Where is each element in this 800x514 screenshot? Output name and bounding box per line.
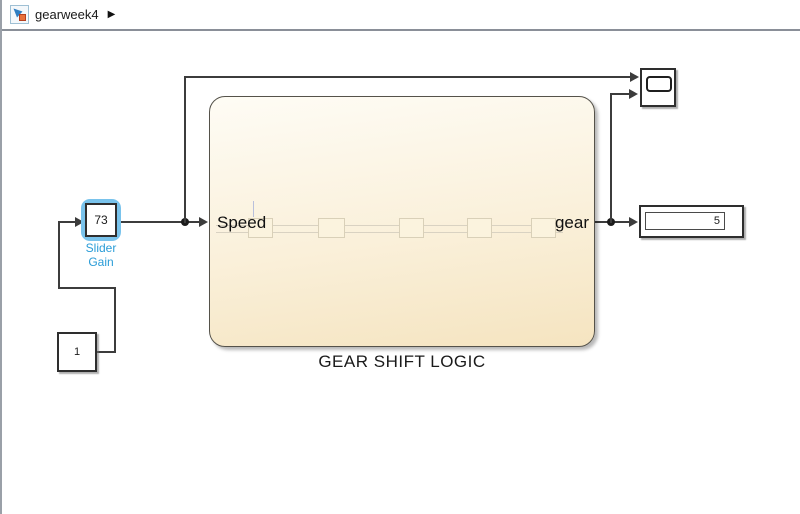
simulink-model-icon[interactable] [10, 5, 29, 24]
constant-value: 1 [73, 346, 81, 358]
subsystem-preview-wire [492, 232, 531, 233]
subsystem-preview-block [318, 218, 345, 238]
breadcrumb-model-name[interactable]: gearweek4 [35, 7, 99, 22]
subsystem-preview-wire [216, 232, 248, 233]
slider-gain-label[interactable]: Slider Gain [71, 241, 131, 269]
subsystem-preview-wire [345, 225, 399, 226]
display-value: 5 [645, 212, 725, 230]
arrowhead-scope-input1 [630, 72, 639, 82]
wire-slider-to-subsystem[interactable] [117, 221, 200, 223]
subsystem-preview-wire [345, 232, 399, 233]
slider-gain-label-line2: Gain [88, 255, 114, 269]
subsystem-preview-block [248, 218, 273, 238]
wire-constant-left[interactable] [59, 287, 116, 289]
subsystem-name-label[interactable]: GEAR SHIFT LOGIC [318, 352, 486, 371]
breadcrumb-expand-icon[interactable]: ▶ [107, 9, 116, 20]
subsystem-preview-wire [273, 232, 318, 233]
subsystem-preview-wire [424, 232, 467, 233]
subsystem-preview-block [467, 218, 492, 238]
wire-gear-branch-up[interactable] [610, 93, 612, 223]
wire-branch-up[interactable] [184, 77, 186, 223]
subsystem-preview-block [531, 218, 556, 238]
subsystem-preview-wire [556, 225, 563, 226]
model-canvas[interactable]: 1 73 Slider Gain [2, 33, 800, 514]
constant-block[interactable]: 1 [57, 332, 97, 372]
breadcrumb: gearweek4 ▶ [2, 0, 800, 31]
wire-constant-up2[interactable] [58, 221, 60, 289]
subsystem-preview-wire [216, 225, 248, 226]
subsystem-preview-wire [556, 232, 563, 233]
arrowhead-speed-input [199, 217, 208, 227]
slider-gain-label-line1: Slider [85, 241, 117, 255]
arrowhead-slider-gain-input [75, 217, 84, 227]
slider-gain-value: 73 [94, 213, 108, 227]
arrowhead-display-input [629, 217, 638, 227]
wire-into-slider-gain[interactable] [59, 221, 75, 223]
subsystem-preview-block [399, 218, 424, 238]
arrowhead-scope-input2 [629, 89, 638, 99]
scope-block[interactable] [640, 68, 676, 107]
input-port-label-speed: Speed [217, 213, 267, 232]
subsystem-preview-wire [492, 225, 531, 226]
subsystem-preview-wire [424, 225, 467, 226]
subsystem-preview-tick [253, 201, 254, 217]
wire-gear-to-scope[interactable] [611, 93, 629, 95]
wire-top-to-scope[interactable] [184, 76, 631, 78]
display-block[interactable]: 5 [639, 205, 744, 238]
gear-shift-logic-subsystem[interactable]: Speed gear [209, 96, 595, 347]
scope-screen-icon [646, 76, 672, 92]
wire-constant-up[interactable] [114, 288, 116, 353]
subsystem-preview-wire [273, 225, 318, 226]
slider-gain-block[interactable]: 73 [85, 203, 117, 237]
wire-constant-out[interactable] [97, 351, 116, 353]
output-port-label-gear: gear [554, 213, 589, 232]
